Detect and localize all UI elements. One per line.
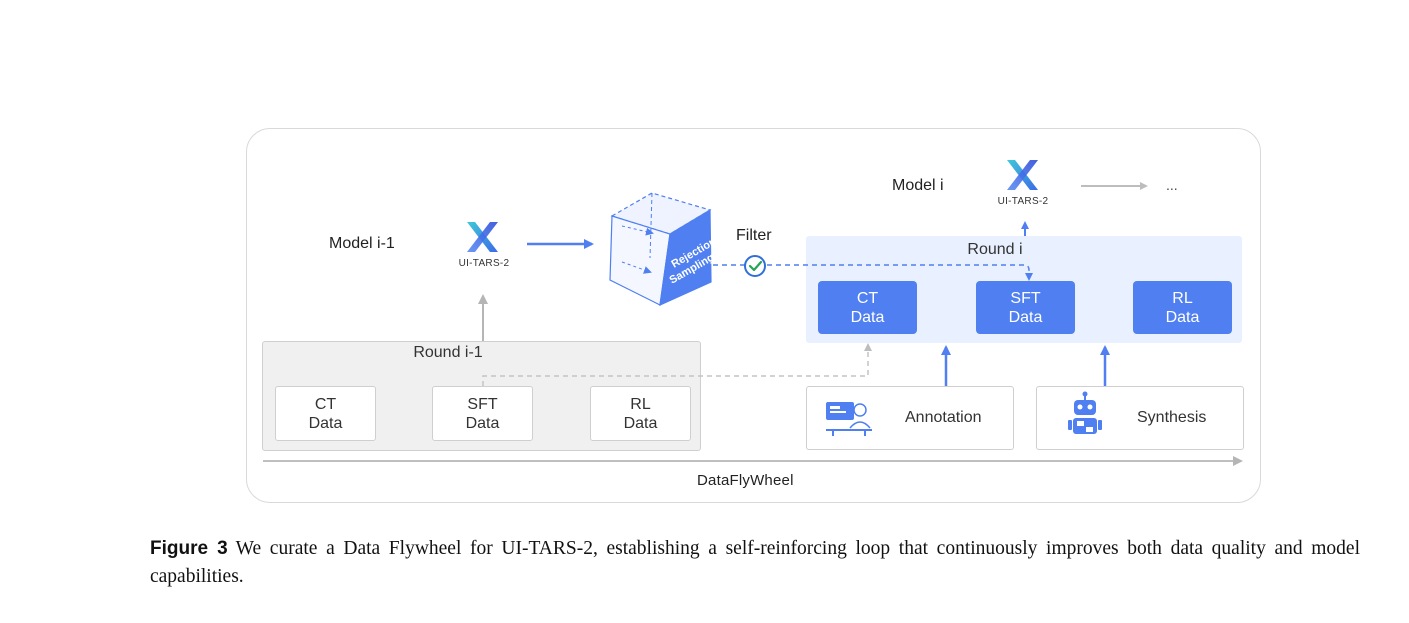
- ellipsis-label: ...: [1166, 177, 1178, 193]
- prev-sft-label: SFT: [467, 395, 498, 413]
- prev-sft-data-box: SFT Data: [432, 386, 533, 441]
- cur-rl-sub: Data: [1165, 308, 1200, 326]
- rejection-sampling-cube-icon: Rejection Sampling: [609, 192, 719, 306]
- prev-sft-sub: Data: [465, 414, 500, 432]
- ui-tars-logo-icon: [1007, 160, 1038, 190]
- synthesis-robot-icon: [1068, 391, 1102, 434]
- prev-ct-label: CT: [314, 395, 337, 413]
- filter-check-icon: [744, 255, 766, 277]
- filter-label: Filter: [736, 227, 772, 244]
- cur-sft-label: SFT: [1010, 289, 1041, 307]
- cur-sft-sub: Data: [1008, 308, 1043, 326]
- prev-ct-data-box: CT Data: [275, 386, 376, 441]
- cur-ct-label: CT: [856, 289, 879, 307]
- synthesis-label: Synthesis: [1137, 409, 1207, 426]
- cur-sft-data-box: SFT Data: [976, 281, 1075, 334]
- ui-tars-logo-icon: [467, 222, 498, 252]
- annotation-person-icon: [826, 402, 872, 436]
- dashed-prev-sft-to-ct: [482, 343, 872, 386]
- annotation-label: Annotation: [905, 409, 982, 426]
- caption-text: We curate a Data Flywheel for UI-TARS-2,…: [150, 538, 1361, 587]
- cur-ct-sub: Data: [850, 308, 885, 326]
- logo-caption-prev: UI-TARS-2: [458, 258, 510, 269]
- flywheel-label: DataFlyWheel: [697, 472, 794, 489]
- dashed-filter-to-sft: [713, 264, 1033, 281]
- logo-caption-cur: UI-TARS-2: [997, 196, 1049, 207]
- prev-rl-sub: Data: [623, 414, 658, 432]
- model-cur-label: Model i: [892, 177, 944, 194]
- figure-label: Figure 3: [150, 538, 228, 559]
- prev-round-title: Round i-1: [413, 344, 483, 361]
- synthesis-box: [1036, 386, 1244, 450]
- prev-rl-data-box: RL Data: [590, 386, 691, 441]
- prev-rl-label: RL: [630, 395, 651, 413]
- cur-rl-data-box: RL Data: [1133, 281, 1232, 334]
- model-prev-label: Model i-1: [329, 235, 395, 252]
- cur-ct-data-box: CT Data: [818, 281, 917, 334]
- cur-round-title: Round i: [967, 241, 1023, 258]
- cur-rl-label: RL: [1172, 289, 1193, 307]
- prev-ct-sub: Data: [308, 414, 343, 432]
